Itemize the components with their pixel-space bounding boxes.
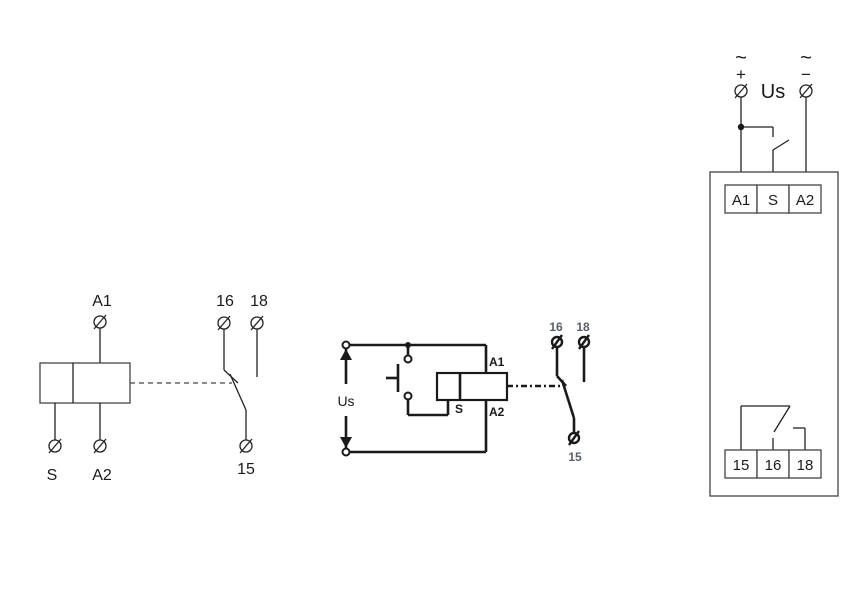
contact-label-16: 16 — [549, 320, 563, 334]
terminal-label: 18 — [797, 457, 814, 474]
supply-terminal-left-icon — [734, 83, 748, 99]
terminal-15-icon — [239, 438, 253, 454]
coil-label-a2: A2 — [489, 405, 505, 419]
supply-terminal-top — [341, 340, 351, 350]
minus-symbol: − — [801, 65, 811, 84]
switch-icon — [772, 139, 790, 151]
device-terminal-layout: ~ + ~ − Us A1 S A2 15 16 18 — [709, 47, 839, 497]
arrow-down-icon — [340, 437, 352, 448]
contact-label-18: 18 — [576, 320, 590, 334]
arrow-up-icon — [340, 349, 352, 360]
terminal-15-icon — [567, 429, 581, 447]
coil-label-a1: A1 — [489, 355, 505, 369]
terminal-label: A2 — [796, 192, 814, 209]
relay-coil-box — [39, 362, 131, 404]
switch-blade — [560, 379, 576, 419]
terminal-label-16: 16 — [216, 293, 234, 310]
relay-symbol-diagram: A1 S A2 16 18 15 — [39, 293, 268, 484]
terminal-label-s: S — [47, 467, 58, 484]
supply-terminal-right-icon — [799, 83, 813, 99]
switch-blade — [229, 373, 247, 411]
device-housing — [709, 171, 839, 497]
terminal-label-15: 15 — [237, 461, 255, 478]
terminal-label-18: 18 — [250, 293, 268, 310]
terminal-label: 16 — [765, 457, 782, 474]
relay-coil-box — [435, 371, 509, 402]
terminal-box-16 — [756, 449, 790, 479]
coil-label-s: S — [455, 402, 463, 416]
pushbutton-contact-bottom — [403, 391, 413, 401]
terminal-label-a1: A1 — [92, 293, 112, 310]
ac-symbol-right: ~ — [800, 47, 812, 69]
connection-circuit-diagram: Us A1 S A2 16 18 15 — [337, 320, 591, 464]
supply-label: Us — [337, 393, 354, 409]
terminal-label: 15 — [733, 457, 750, 474]
supply-terminal-bottom — [341, 447, 351, 457]
contact-label-15: 15 — [568, 450, 582, 464]
terminal-18-icon — [250, 315, 264, 331]
plus-symbol: + — [736, 65, 746, 84]
terminal-s-icon — [48, 438, 62, 454]
terminal-label-a2: A2 — [92, 467, 112, 484]
terminal-box-a2 — [788, 184, 822, 214]
terminal-a1-icon — [93, 314, 107, 330]
terminal-label: S — [768, 192, 778, 209]
terminal-box-18 — [788, 449, 822, 479]
terminal-box-a1 — [724, 184, 758, 214]
contact-blade-icon — [773, 405, 791, 433]
terminal-18-icon — [577, 333, 591, 351]
ac-symbol-left: ~ — [735, 47, 747, 69]
terminal-16-icon — [217, 315, 231, 331]
supply-label: Us — [761, 81, 785, 103]
terminal-label: A1 — [732, 192, 750, 209]
pushbutton-contact-top — [403, 354, 413, 364]
terminal-a2-icon — [93, 438, 107, 454]
terminal-16-icon — [550, 333, 564, 351]
